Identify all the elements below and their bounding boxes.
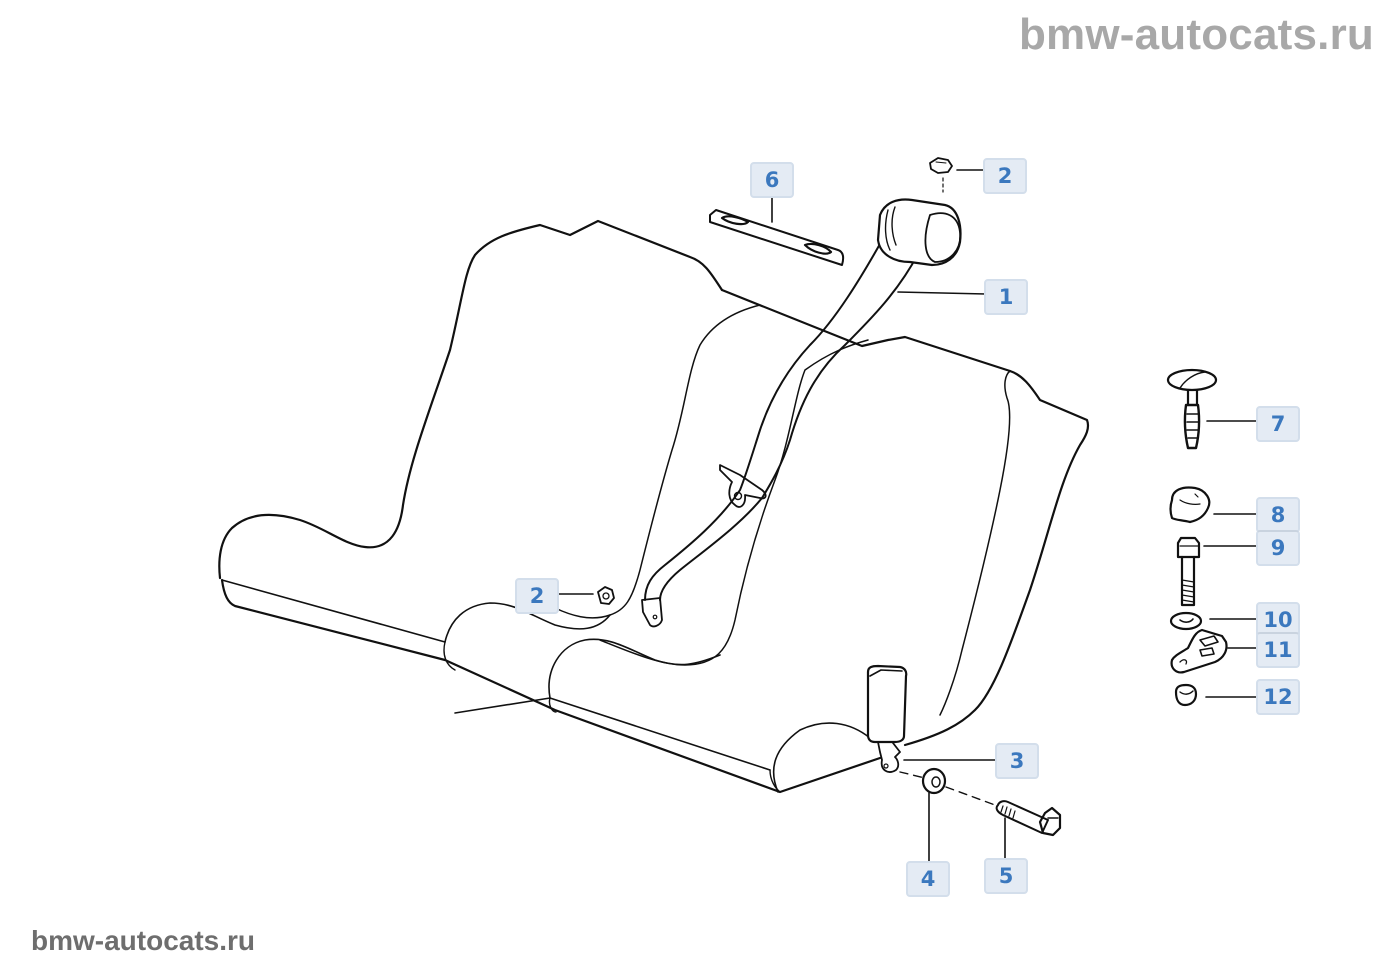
seatback-right-outline — [903, 369, 1090, 747]
seat-belt — [641, 198, 962, 628]
seat-front-edge-upper — [221, 579, 771, 771]
callout-11[interactable]: 11 — [1256, 632, 1300, 668]
seat-cushion-right — [772, 722, 871, 793]
seat-front-edge-lower — [220, 578, 882, 794]
washer — [921, 767, 947, 795]
callout-2-top[interactable]: 2 — [983, 158, 1027, 194]
belt-guide-hole — [733, 491, 743, 501]
belt-anchor-hole — [652, 614, 658, 620]
rear-seat-bench — [218, 219, 1090, 794]
seatback-left-outline — [218, 219, 724, 580]
belt-lower-anchor — [641, 597, 663, 628]
belt-retractor-cap — [924, 212, 962, 263]
callout-1[interactable]: 1 — [984, 279, 1028, 315]
anchor-plate — [1170, 628, 1228, 674]
belt-webbing-outer — [644, 234, 886, 601]
leader-1 — [897, 291, 987, 295]
callout-7[interactable]: 7 — [1256, 406, 1300, 442]
hex-bolt — [995, 800, 1062, 837]
cover-plate — [709, 209, 845, 266]
hex-nut-top — [929, 157, 953, 193]
belt-retractor-body — [876, 198, 962, 267]
watermark-bottom: bmw-autocats.ru — [31, 925, 256, 956]
hex-nut-lower — [597, 586, 615, 605]
seatback-middle-right — [599, 339, 869, 666]
callout-8[interactable]: 8 — [1256, 497, 1300, 533]
watermark-top: bmw-autocats.ru — [1018, 10, 1374, 59]
expanding-rivet — [1166, 368, 1218, 450]
belt-webbing-inner — [659, 249, 921, 601]
belt-retractor-detail — [884, 206, 897, 251]
seat-cushion-junction — [443, 641, 781, 793]
nut-small — [1174, 683, 1198, 707]
callout-3[interactable]: 3 — [995, 743, 1039, 779]
washer-small — [1169, 611, 1203, 631]
seat-belt-buckle — [866, 664, 908, 773]
seatback-top-edge — [720, 288, 1012, 373]
callout-5[interactable]: 5 — [984, 858, 1028, 894]
assembly-axis — [899, 771, 996, 806]
seat-cushion-middle — [548, 638, 721, 699]
seatback-right-panel — [939, 370, 1011, 716]
callout-6[interactable]: 6 — [750, 162, 794, 198]
hex-bolt-small — [1176, 536, 1201, 607]
callout-2-lower[interactable]: 2 — [515, 578, 559, 614]
cap — [1169, 486, 1211, 524]
callout-9[interactable]: 9 — [1256, 530, 1300, 566]
callout-12[interactable]: 12 — [1256, 679, 1300, 715]
belt-guide — [719, 464, 767, 508]
leader-lines — [547, 169, 1259, 864]
callout-4[interactable]: 4 — [906, 861, 950, 897]
